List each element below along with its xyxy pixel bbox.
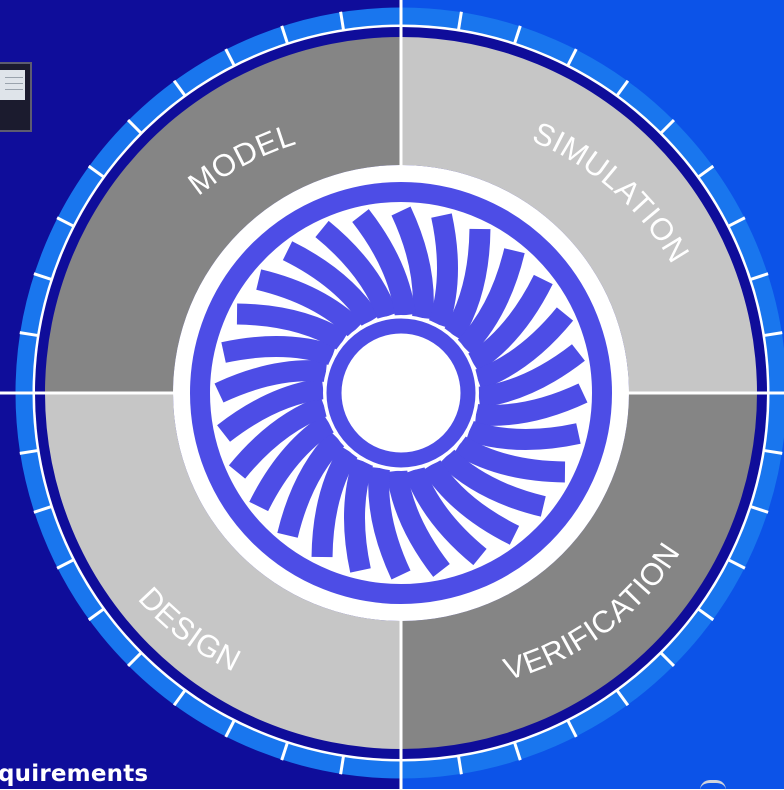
turbine-fan-icon	[173, 165, 629, 621]
fan-blade	[469, 431, 578, 440]
fan-blade	[224, 346, 333, 355]
fan-blade	[439, 216, 448, 325]
fan-blade	[354, 461, 363, 570]
requirements-label: quirements	[0, 761, 148, 787]
